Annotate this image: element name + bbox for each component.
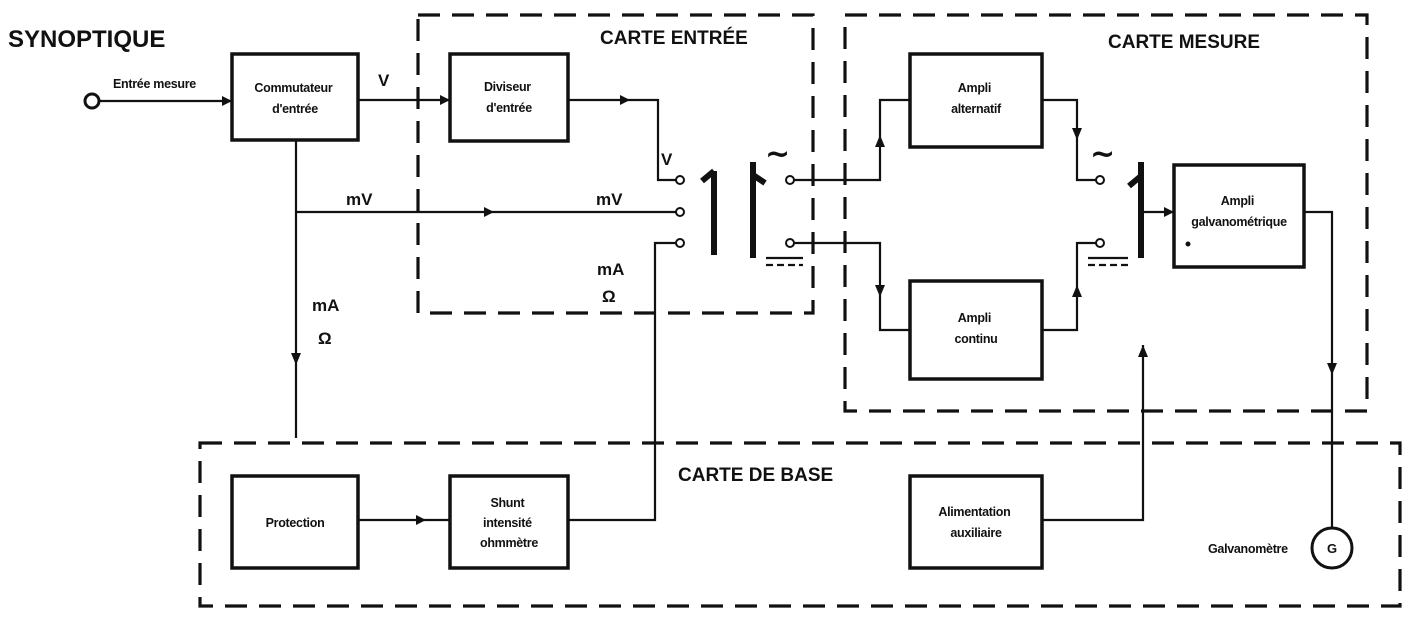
commutateur-label: Commutateur d'entrée [254, 81, 335, 116]
commutateur-block [230, 52, 360, 142]
signal-mv-left: mV [346, 190, 373, 209]
carte-entree-frame [416, 13, 815, 315]
input-label: Entrée mesure [113, 77, 196, 91]
carte-mesure-label: CARTE MESURE [1108, 32, 1260, 53]
diviseur-label: Diviseur d'entrée [484, 80, 534, 115]
signal-v-top: V [378, 71, 390, 90]
ampli-continu-block [908, 279, 1044, 381]
galvanometre-label: Galvanomètre [1208, 542, 1288, 556]
ampli-galvano-label: Ampli galvanométrique [1191, 194, 1287, 229]
shunt-label: Shunt intensité ohmmètre [480, 496, 538, 550]
shunt-block [448, 474, 570, 570]
ampli-alternatif-label: Ampli alternatif [951, 81, 1002, 116]
signal-ma-right: mA [597, 260, 624, 279]
switch-terminal-v [675, 175, 685, 185]
diagram-title: SYNOPTIQUE [8, 26, 165, 53]
signal-mv-right: mV [596, 190, 623, 209]
alimentation-label: Alimentation auxiliaire [938, 505, 1013, 540]
signal-v-switch: V [661, 150, 673, 169]
ac-symbol-mesure: ~ [1090, 137, 1115, 172]
diviseur-block [448, 52, 570, 143]
galvanometre-g: G [1327, 541, 1337, 556]
switch-terminal-mv [675, 207, 685, 217]
ampli-continu-label: Ampli continu [954, 311, 997, 346]
signal-ohm-right: Ω [602, 287, 616, 306]
switch-terminal-ma [675, 238, 685, 248]
carte-base-label: CARTE DE BASE [678, 465, 833, 486]
signal-ma-left: mA [312, 296, 339, 315]
protection-block [230, 474, 360, 570]
protection-label: Protection [266, 516, 325, 530]
ampli-galvano-block [1172, 163, 1306, 269]
galvanometre-symbol [1310, 526, 1354, 570]
input-terminal [83, 92, 101, 110]
alimentation-block [908, 474, 1044, 570]
signal-ohm-left: Ω [318, 329, 332, 348]
carte-base-frame [198, 441, 1402, 608]
ac-symbol-entree: ~ [765, 137, 790, 172]
carte-entree-label: CARTE ENTRÉE [600, 27, 748, 49]
carte-mesure-frame [843, 13, 1369, 413]
ampli-alternatif-block [908, 52, 1044, 149]
